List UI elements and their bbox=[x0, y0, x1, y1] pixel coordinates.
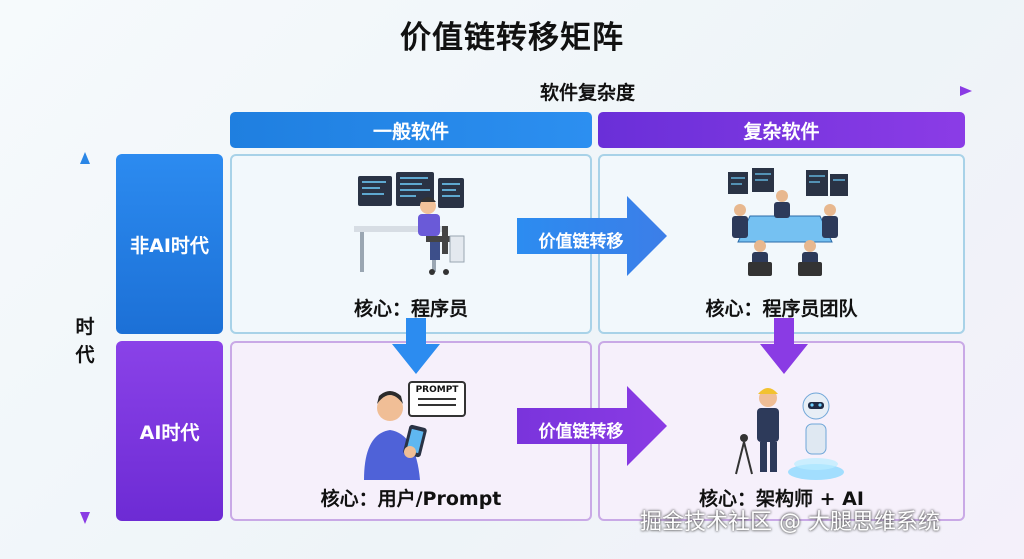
row-header-ai-era: AI时代 bbox=[116, 341, 223, 521]
user-with-tablet-icon bbox=[364, 391, 427, 480]
prompt-bubble-text: PROMPT bbox=[415, 385, 459, 395]
programmer-at-desk-icon bbox=[354, 172, 465, 275]
watermark: 掘金技术社区 @ 大腿思维系统 bbox=[640, 510, 940, 535]
y-axis-label: 时代 bbox=[75, 316, 95, 366]
cell-caption-user-prompt: 核心：用户/Prompt bbox=[320, 488, 502, 510]
prompt-bubble: PROMPT bbox=[408, 381, 466, 417]
down-arrow-right-icon bbox=[760, 318, 808, 374]
x-axis-label: 软件复杂度 bbox=[540, 82, 636, 104]
row-header-non-ai-era: 非AI时代 bbox=[116, 154, 223, 334]
column-header-general-software: 一般软件 bbox=[230, 112, 592, 148]
value-chain-label-bottom: 价值链转移 bbox=[538, 422, 624, 442]
cell-caption-programmer: 核心：程序员 bbox=[353, 298, 468, 320]
team-meeting-icon bbox=[728, 168, 848, 276]
down-arrow-left-icon bbox=[392, 318, 440, 374]
page-title: 价值链转移矩阵 bbox=[400, 20, 624, 56]
x-axis-arrow-icon bbox=[230, 86, 972, 96]
architect-with-robot-icon bbox=[735, 388, 844, 480]
cell-caption-programmer-team: 核心：程序员团队 bbox=[705, 298, 858, 320]
value-chain-label-top: 价值链转移 bbox=[538, 232, 624, 252]
y-axis-arrow-icon bbox=[80, 152, 90, 524]
value-chain-arrow-bottom-icon bbox=[517, 386, 667, 466]
column-header-complex-software: 复杂软件 bbox=[598, 112, 965, 148]
cell-caption-architect-ai: 核心：架构师 + AI bbox=[699, 488, 864, 510]
value-chain-arrow-top-icon bbox=[517, 196, 667, 276]
